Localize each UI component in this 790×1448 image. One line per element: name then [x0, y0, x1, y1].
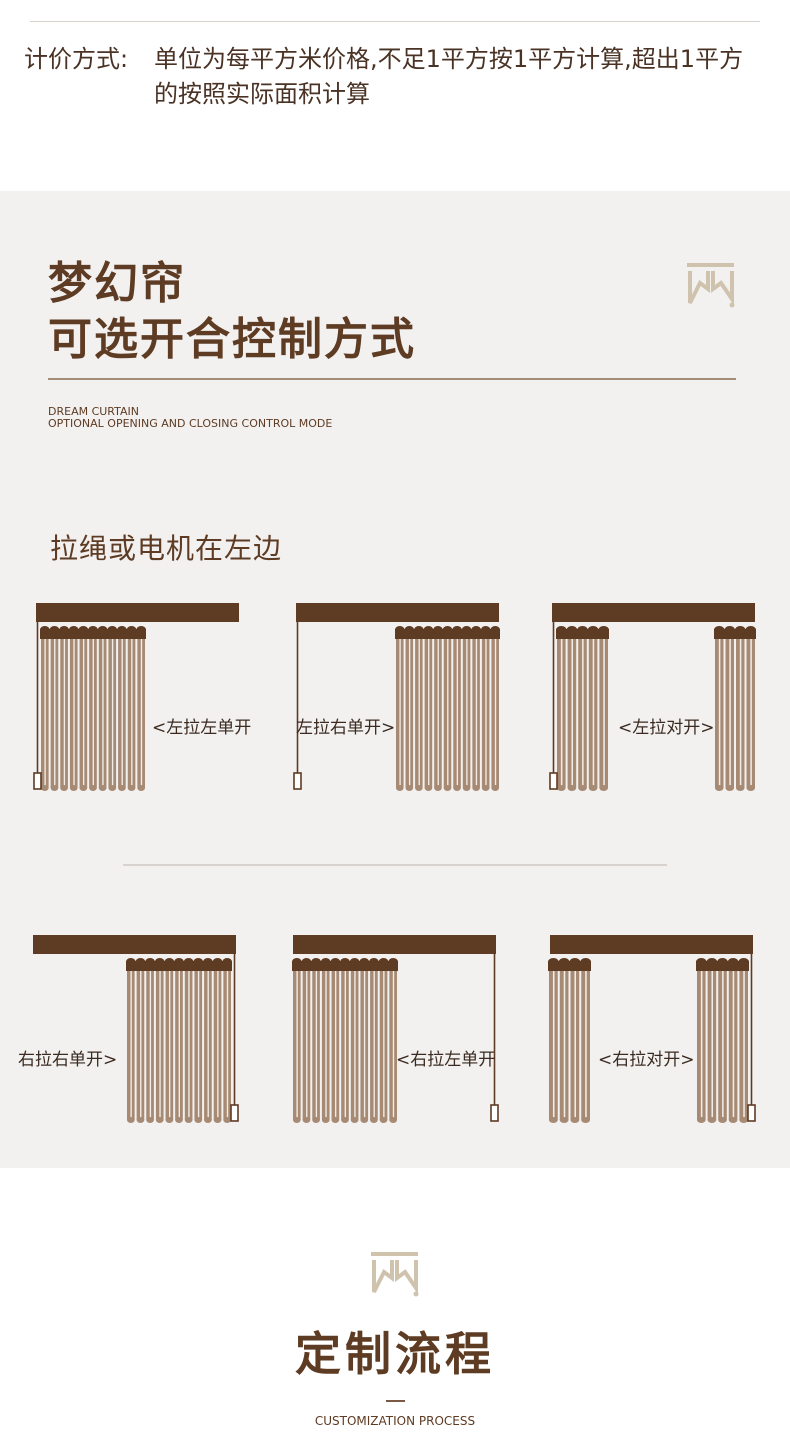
cord-handle [747, 1104, 756, 1122]
cord-handle [490, 1104, 499, 1122]
cord-handle [293, 772, 302, 790]
diagram-label: <左拉对开> [618, 718, 715, 738]
curtain-diagram [548, 935, 756, 1123]
curtain-panel [556, 626, 609, 791]
section-title-line2: 可选开合控制方式 [48, 314, 416, 365]
pricing-label: 计价方式: [24, 45, 129, 73]
process-title: 定制流程 [295, 1327, 495, 1381]
diagram-label: <左拉左单开 [152, 718, 252, 738]
pricing-text: 单位为每平方米价格,不足1平方按1平方计算,超出1平方的按照实际面积计算 [154, 45, 744, 108]
curtain-diagram [292, 935, 499, 1123]
curtain-logo-icon [371, 1252, 419, 1297]
control-mode-panel: 梦幻帘 可选开合控制方式 DREAM CURTAIN OPTIONAL OPEN… [0, 191, 790, 1168]
curtain-rail [550, 935, 753, 954]
diagram-right-pull-left-open: <右拉左单开 [290, 933, 530, 1138]
curtain-rail [296, 603, 499, 622]
top-divider [30, 21, 760, 22]
diagram-label: 左拉右单开> [296, 718, 396, 738]
diagram-right-pull-right-open: 右拉右单开> [18, 933, 258, 1138]
row-divider [123, 864, 667, 866]
curtain-panel [126, 958, 233, 1123]
diagram-label: <右拉对开> [598, 1050, 695, 1070]
diagram-label: 右拉右单开> [18, 1050, 118, 1070]
cord-handle [549, 772, 558, 790]
curtain-rail [36, 603, 239, 622]
curtain-panel [40, 626, 146, 791]
curtain-diagram [293, 603, 500, 791]
curtain-diagram [33, 603, 239, 791]
curtain-logo-icon [687, 263, 735, 308]
diagram-label: <右拉左单开 [396, 1050, 496, 1070]
section-title-line1: 梦幻帘 [48, 258, 186, 309]
diagram-left-pull-center-open: <左拉对开> [548, 601, 788, 806]
cord-handle [230, 1104, 239, 1122]
diagram-left-pull-left-open: <左拉左单开 [32, 601, 272, 806]
process-en-title: CUSTOMIZATION PROCESS [314, 1414, 476, 1428]
cord-handle [33, 772, 42, 790]
section-subheading: 拉绳或电机在左边 [50, 532, 283, 565]
diagram-left-pull-right-open: 左拉右单开> [292, 601, 532, 806]
curtain-panel [292, 958, 398, 1123]
curtain-diagram [549, 603, 756, 791]
curtain-panel [395, 626, 500, 791]
curtain-rail [552, 603, 755, 622]
diagram-right-pull-center-open: <右拉对开> [546, 933, 786, 1138]
section-divider [48, 378, 736, 380]
curtain-panel [548, 958, 591, 1123]
curtain-rail [33, 935, 236, 954]
section-en-line1: DREAM CURTAIN [48, 405, 140, 418]
curtain-diagram [33, 935, 239, 1123]
curtain-rail [293, 935, 496, 954]
section-en-line2: OPTIONAL OPENING AND CLOSING CONTROL MOD… [48, 417, 333, 430]
curtain-panel [714, 626, 756, 791]
curtain-panel [696, 958, 749, 1123]
process-dash [386, 1400, 405, 1402]
